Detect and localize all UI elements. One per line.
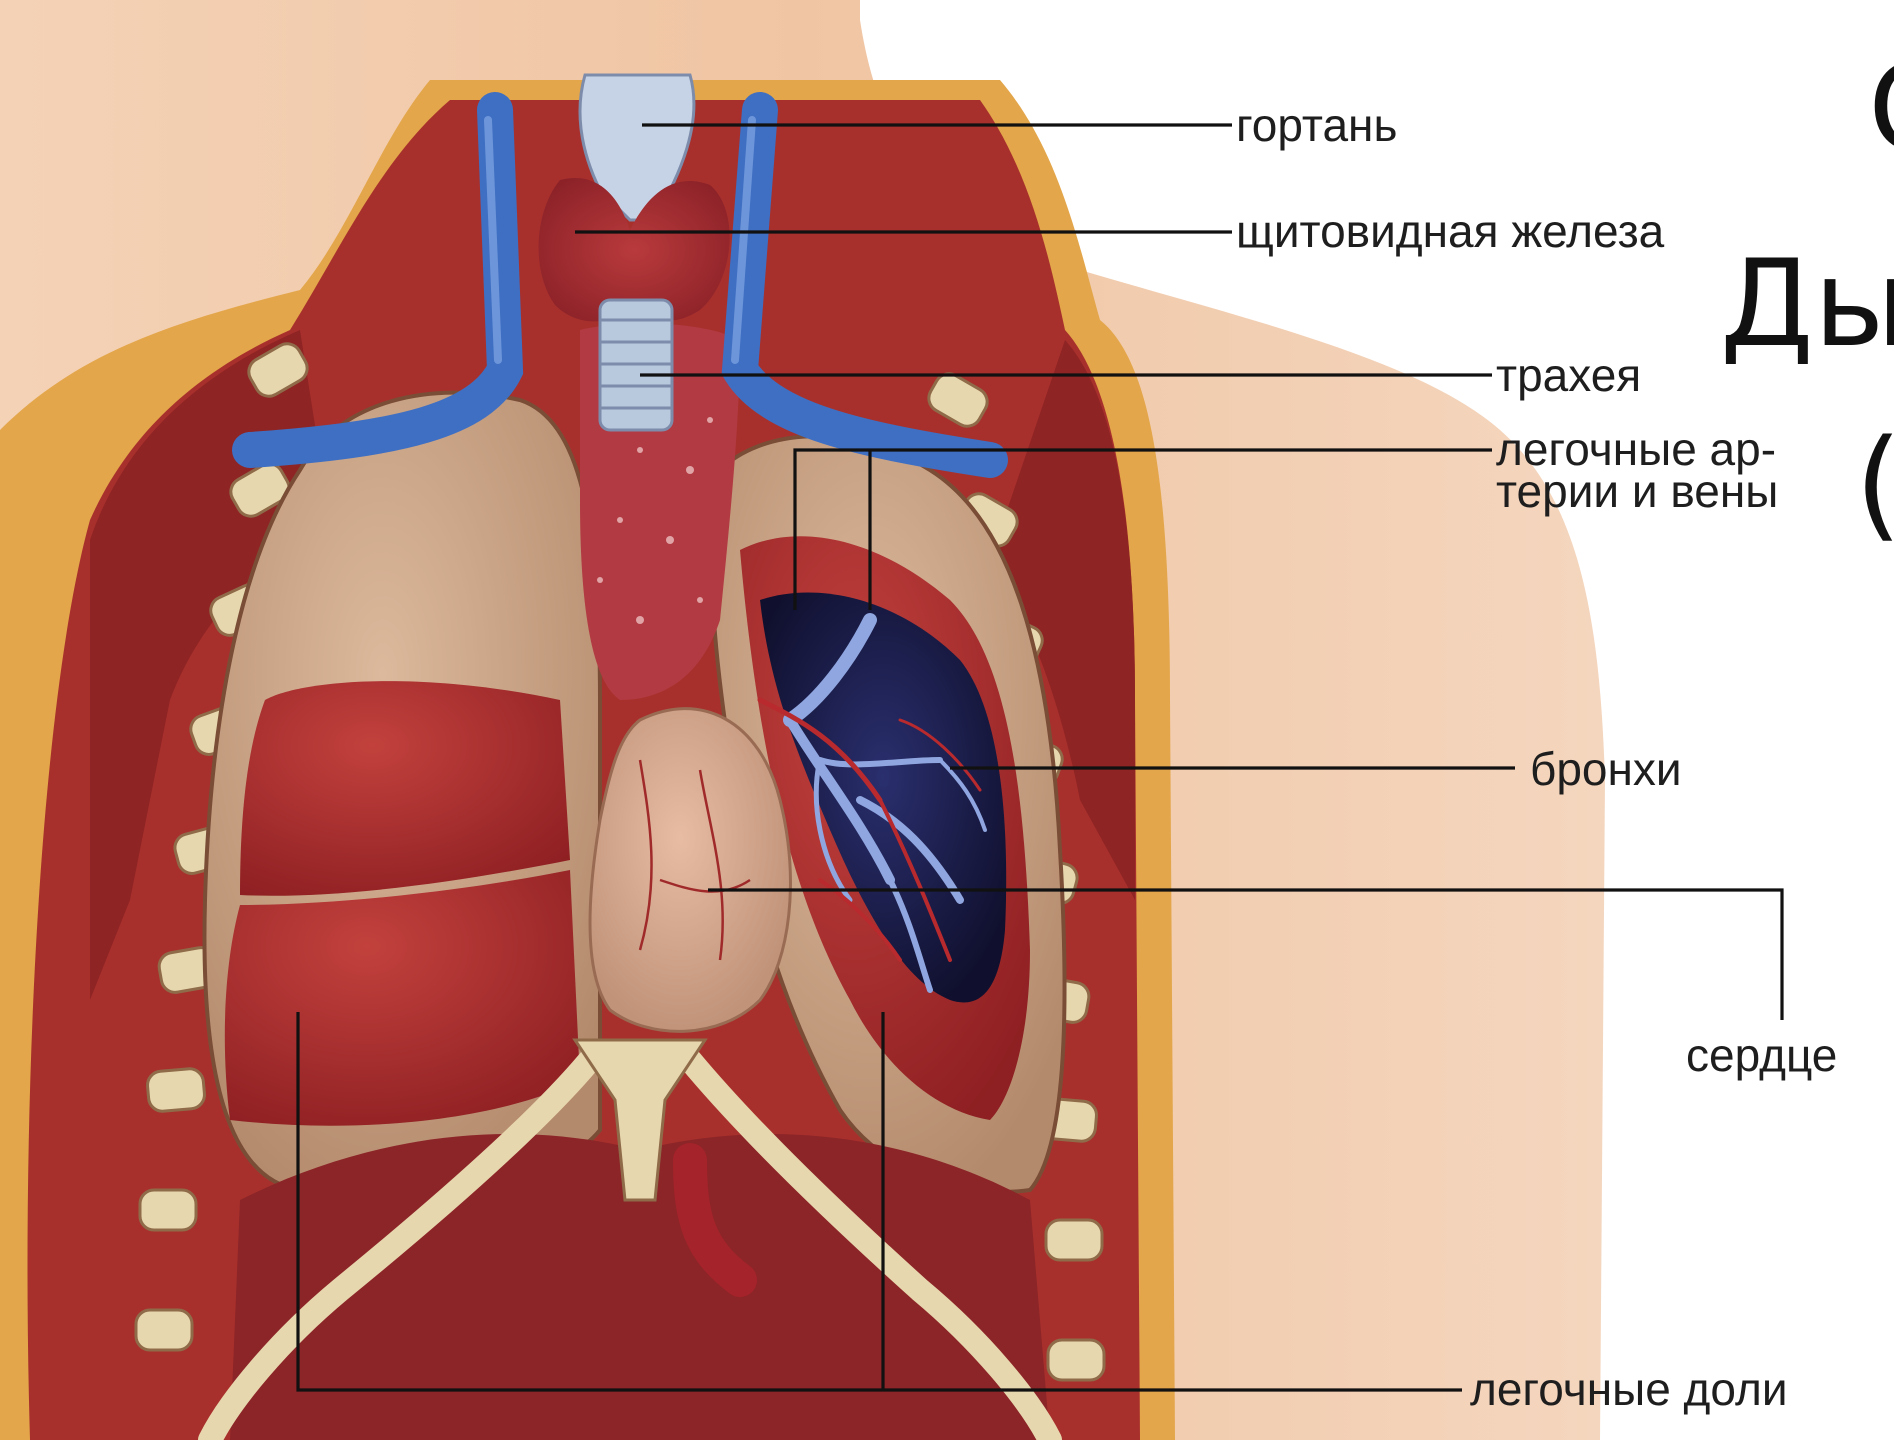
trachea <box>600 300 672 430</box>
label-bronchi: бронхи <box>1530 746 1682 792</box>
overlay-fragment-lower: ( <box>1855 415 1894 555</box>
label-larynx: гортань <box>1236 102 1397 148</box>
label-pulmonary-vessels-line2: терии и вены <box>1496 470 1778 512</box>
overlay-fragment-top: С <box>1868 40 1894 180</box>
label-lung-lobes: легочные доли <box>1470 1366 1788 1412</box>
left-lung-lower-lobe <box>225 870 580 1126</box>
overlay-fragment-middle: Ды <box>1720 235 1894 375</box>
label-pulmonary-vessels-line1: легочные ар- <box>1496 428 1776 470</box>
label-heart: сердце <box>1686 1032 1837 1078</box>
left-lung-upper-lobe <box>240 681 570 896</box>
label-thyroid: щитовидная железа <box>1236 208 1664 254</box>
heart <box>590 709 790 1032</box>
label-trachea: трахея <box>1496 352 1641 398</box>
